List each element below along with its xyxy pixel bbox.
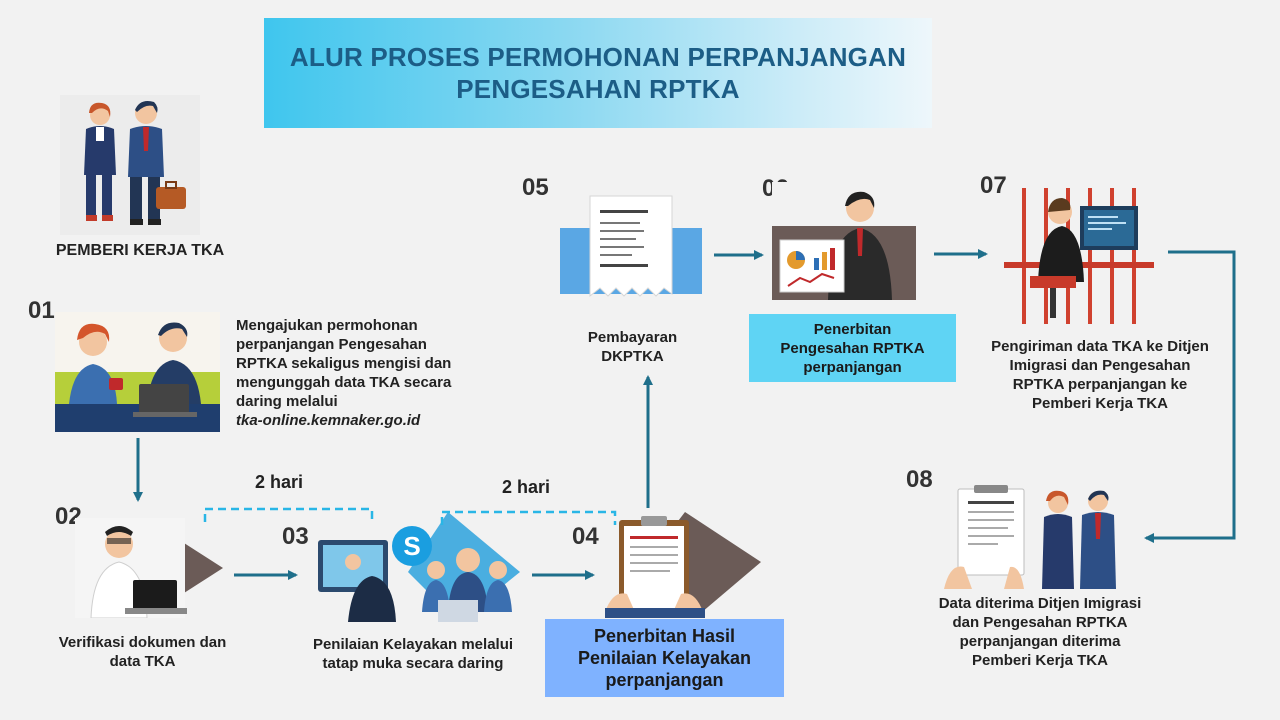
data-transmission-illustration xyxy=(1004,182,1154,330)
step-04-highlight-box: Penerbitan Hasil Penilaian Kelayakan per… xyxy=(545,619,784,697)
actor-label: PEMBERI KERJA TKA xyxy=(55,242,225,259)
step-07-line-3: RPTKA perpanjangan ke xyxy=(1012,376,1188,393)
arrow-07-to-08 xyxy=(1144,250,1236,543)
step-06-line-1: Penerbitan xyxy=(813,320,892,338)
step-03-line-1: Penilaian Kelayakan melalui xyxy=(312,636,514,653)
assessment-result-illustration xyxy=(605,512,761,618)
step-08-line-2: dan Pengesahan RPTKA xyxy=(952,614,1128,631)
step-07-line-1: Pengiriman data TKA ke Ditjen xyxy=(991,338,1209,355)
step-08-line-4: Pemberi Kerja TKA xyxy=(972,652,1108,669)
step-08-number: 08 xyxy=(906,466,933,493)
step-08-line-1: Data diterima Ditjen Imigrasi xyxy=(938,595,1142,612)
duration-bracket-1 xyxy=(203,507,374,522)
data-received-illustration xyxy=(940,485,1126,589)
step-08-line-3: perpanjangan diterima xyxy=(959,633,1121,650)
step-03-number: 03 xyxy=(282,523,309,550)
step-02-description: Verifikasi dokumen dan data TKA xyxy=(35,633,250,671)
duration-label-2: 2 hari xyxy=(502,477,551,497)
step-08-description: Data diterima Ditjen Imigrasi dan Penges… xyxy=(910,594,1170,670)
step-03-line-2: tatap muka secara daring xyxy=(322,655,504,672)
step-01-line-3: RPTKA sekaligus mengisi dan xyxy=(236,355,452,372)
step-07-number: 07 xyxy=(980,172,1007,199)
duration-label-1: 2 hari xyxy=(255,472,304,492)
step-02-line-1: Verifikasi dokumen dan xyxy=(58,634,227,651)
business-couple-illustration xyxy=(60,95,200,235)
payment-receipt-illustration xyxy=(560,192,702,310)
step-05-description: Pembayaran DKPTKA xyxy=(570,328,695,366)
step-07-line-4: Pemberi Kerja TKA xyxy=(1032,395,1168,412)
step-04-line-3: perpanjangan xyxy=(605,670,724,690)
online-application-illustration xyxy=(55,312,220,432)
step-05-line-1: Pembayaran xyxy=(587,329,678,346)
step-04-number: 04 xyxy=(572,523,599,550)
step-04-line-1: Penerbitan Hasil xyxy=(593,626,736,646)
step-06-line-2: Pengesahan RPTKA xyxy=(780,339,925,357)
title-line-2: PENGESAHAN RPTKA xyxy=(456,74,740,104)
step-01-link: tka-online.kemnaker.go.id xyxy=(236,412,421,429)
step-03-description: Penilaian Kelayakan melalui tatap muka s… xyxy=(293,635,533,673)
svg-text:S: S xyxy=(403,531,420,561)
online-meeting-illustration: S xyxy=(308,512,520,622)
step-05-line-2: DKPTKA xyxy=(601,348,664,365)
businessman-presentation-illustration xyxy=(772,182,916,300)
document-verification-illustration xyxy=(75,518,223,618)
step-01-number: 01 xyxy=(28,297,55,324)
step-07-line-2: Imigrasi dan Pengesahan xyxy=(1009,357,1191,374)
title-banner: ALUR PROSES PERMOHONAN PERPANJANGAN PENG… xyxy=(264,18,932,128)
step-06-highlight-box: Penerbitan Pengesahan RPTKA perpanjangan xyxy=(749,314,956,382)
step-02-line-2: data TKA xyxy=(109,653,176,670)
duration-bracket-2 xyxy=(440,510,617,525)
step-01-line-1: Mengajukan permohonan xyxy=(236,317,418,334)
step-01-line-5: daring melalui xyxy=(236,393,338,410)
title-line-1: ALUR PROSES PERMOHONAN PERPANJANGAN xyxy=(289,42,907,72)
step-07-description: Pengiriman data TKA ke Ditjen Imigrasi d… xyxy=(975,337,1225,413)
step-04-line-2: Penilaian Kelayakan xyxy=(577,648,752,668)
step-01-line-4: mengunggah data TKA secara xyxy=(236,374,452,391)
step-01-line-2: perpanjangan Pengesahan xyxy=(236,336,427,353)
step-05-number: 05 xyxy=(522,174,549,201)
step-06-line-3: perpanjangan xyxy=(803,358,902,376)
step-01-description: Mengajukan permohonan perpanjangan Penge… xyxy=(236,316,496,430)
